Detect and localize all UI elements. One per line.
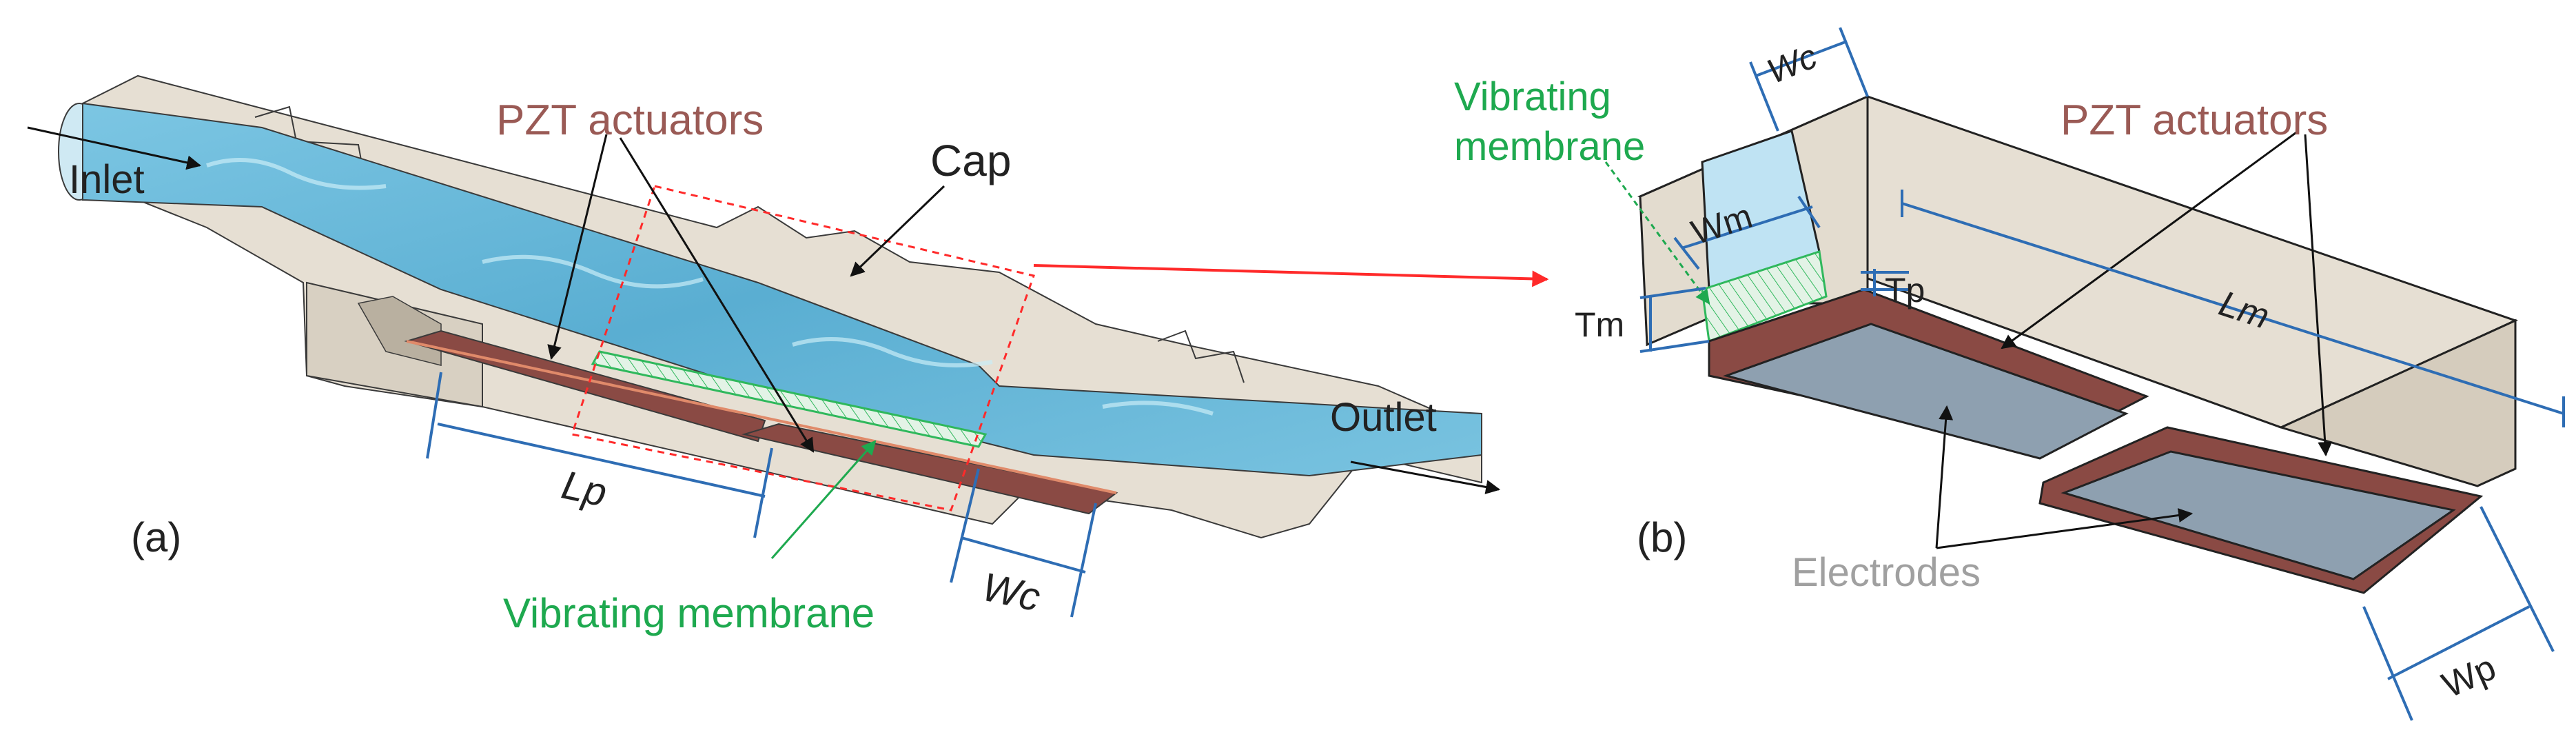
cap-leader bbox=[850, 185, 945, 277]
membrane-cross-section bbox=[1701, 250, 1828, 343]
electrode-leader-2 bbox=[1936, 508, 2194, 549]
electrodes-label: Electrodes bbox=[1792, 550, 1981, 595]
dimension-tm bbox=[1639, 287, 1710, 353]
membrane-label-b: membrane bbox=[1454, 124, 1645, 169]
dimension-wc-a bbox=[950, 468, 1097, 618]
pzt-actuators-label-a: PZT actuators bbox=[496, 97, 764, 144]
outlet-arrow bbox=[1350, 460, 1501, 494]
inlet-label: Inlet bbox=[69, 157, 145, 202]
dim-lp-label: Lp bbox=[558, 463, 611, 516]
dim-wp-label: Wp bbox=[2436, 647, 2502, 706]
electrode-1 bbox=[1722, 323, 2129, 460]
dim-tm-label: Tm bbox=[1575, 305, 1624, 344]
dim-tp-label: Tp bbox=[1885, 271, 1925, 310]
dimension-lm bbox=[1901, 190, 2565, 427]
pzt-actuators-label-b: PZT actuators bbox=[2061, 97, 2328, 144]
vibrating-membrane-label-a: Vibrating membrane bbox=[503, 590, 875, 636]
electrode-leader-1 bbox=[1935, 405, 1954, 549]
cap-right-face bbox=[2278, 318, 2517, 487]
outlet-label: Outlet bbox=[1330, 395, 1437, 440]
membrane-leader-b bbox=[1604, 161, 1710, 305]
cap-label: Cap bbox=[930, 136, 1011, 185]
panel-b-diagram: (b) Vibrating membrane PZT actuators Ele… bbox=[1454, 27, 2565, 721]
vibrating-label-b: Vibrating bbox=[1454, 74, 1611, 119]
pzt-leader-b2 bbox=[2304, 134, 2333, 457]
dimension-wp bbox=[2362, 506, 2555, 721]
panel-a-label: (a) bbox=[131, 514, 181, 560]
dimension-lp bbox=[426, 372, 773, 538]
membrane-leader bbox=[770, 440, 877, 559]
pzt-actuator-1 bbox=[404, 330, 766, 443]
housing-serrations-right bbox=[1157, 330, 1245, 383]
inlet-arrow bbox=[27, 126, 202, 170]
dim-wc-label-b: Wc bbox=[1761, 37, 1822, 91]
dim-wc-label-a: Wc bbox=[979, 565, 1044, 620]
dimension-wm bbox=[1673, 195, 1821, 270]
vibrating-membrane bbox=[591, 350, 988, 448]
electrode-2 bbox=[2061, 450, 2456, 580]
fluid-channel bbox=[82, 102, 1482, 477]
fluid-ripple bbox=[206, 158, 1214, 416]
zoom-callout-box bbox=[571, 185, 1035, 512]
pzt-actuator-top-strip bbox=[406, 340, 1117, 494]
panel-a-diagram: (a) Inlet Outlet Cap PZT actuators Vibra… bbox=[27, 74, 1549, 636]
pzt-leader-1 bbox=[547, 134, 608, 361]
dimension-wc-b bbox=[1749, 27, 1869, 132]
pzt-leader-b1 bbox=[2001, 130, 2299, 350]
pzt-leader-2 bbox=[619, 137, 815, 453]
panel-b-label: (b) bbox=[1637, 514, 1687, 560]
zoom-arrow bbox=[1033, 264, 1549, 287]
dimension-tp bbox=[1861, 269, 1909, 296]
